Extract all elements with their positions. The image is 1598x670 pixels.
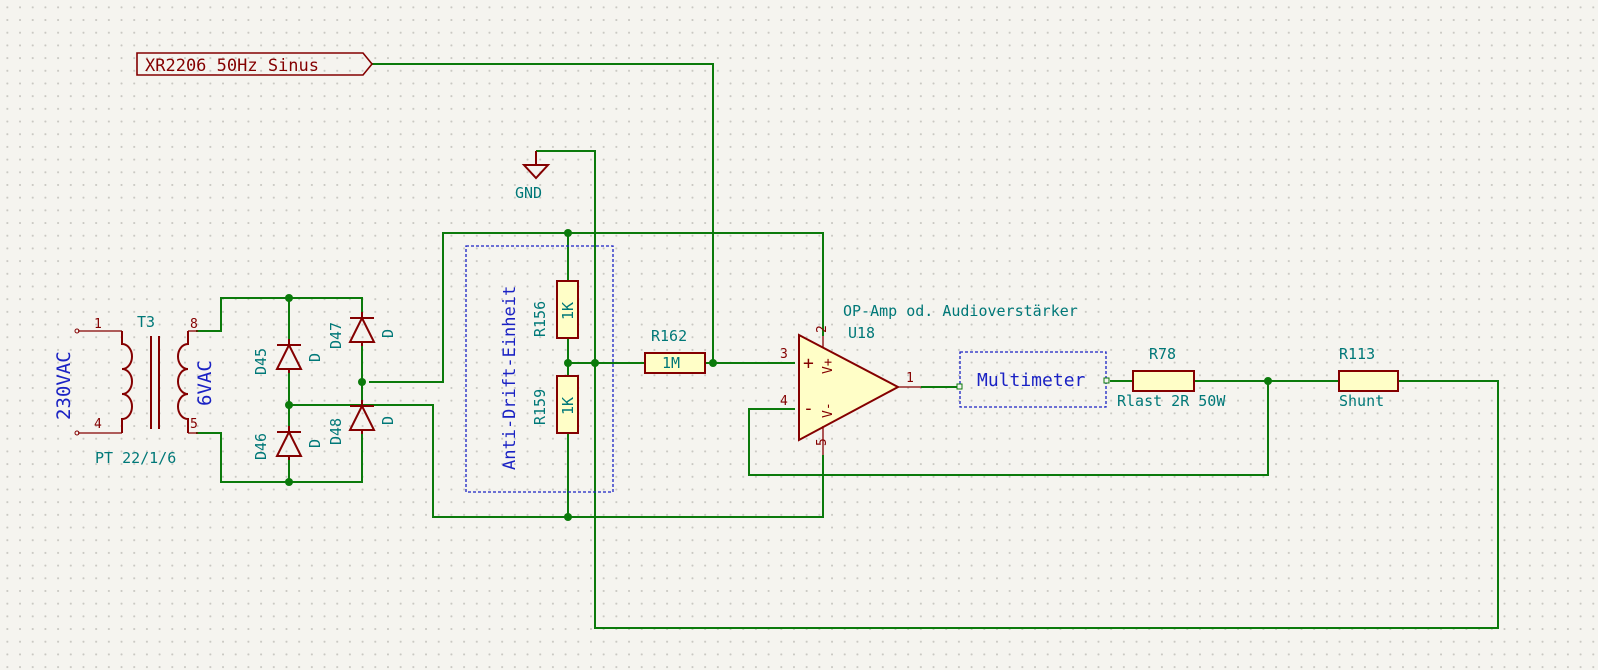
resistor-ref: R162 <box>651 327 687 345</box>
diode-value: D <box>379 329 397 338</box>
opamp-vminus: V- <box>821 402 836 418</box>
opamp-ref: U18 <box>848 324 875 342</box>
anti-drift-box <box>465 245 614 493</box>
global-label-text: XR2206_50Hz_Sinus <box>145 56 319 76</box>
resistor-r113: R113 Shunt <box>1338 345 1399 410</box>
junction <box>591 359 599 367</box>
diode-ref: D48 <box>327 418 345 445</box>
resistor-r78: R78 Rlast 2R 50W <box>1117 345 1226 410</box>
primary-coil <box>121 331 133 433</box>
pin-number: 4 <box>780 394 788 409</box>
resistor-value: Rlast 2R 50W <box>1117 392 1226 410</box>
diode-value: D <box>379 416 397 425</box>
gnd-icon <box>521 164 551 180</box>
gnd-symbol: GND <box>515 151 551 202</box>
multimeter: Multimeter <box>956 351 1110 408</box>
resistor-value: 1K <box>559 302 577 320</box>
opamp-vplus: V+ <box>821 358 836 374</box>
secondary-voltage-label: 6VAC <box>194 360 216 406</box>
pin-number: 5 <box>190 417 198 432</box>
multimeter-label: Multimeter <box>977 370 1086 391</box>
junction <box>285 294 293 302</box>
wire-gnd-return <box>536 150 1499 629</box>
wire-vminus-rail <box>289 404 824 518</box>
multimeter-box <box>959 351 1107 408</box>
resistor-body <box>556 280 579 339</box>
resistor-ref: R113 <box>1339 345 1375 363</box>
pin-terminal <box>74 328 80 334</box>
multimeter-terminal <box>956 383 963 390</box>
diode-icon <box>275 342 303 370</box>
wire-bridge-top <box>196 297 363 332</box>
junction <box>709 359 717 367</box>
junction <box>564 229 572 237</box>
resistor-body <box>644 352 706 374</box>
wire-vplus-rail <box>369 232 824 383</box>
wire-xr-signal <box>372 63 714 363</box>
pin-number: 1 <box>906 371 914 386</box>
diode-d47: D47 D <box>327 312 397 349</box>
transformer-t3: 230VAC 1 4 8 5 T3 6VAC PT 22/1/6 <box>53 313 216 467</box>
secondary-coil <box>177 331 189 433</box>
pin-number: 3 <box>780 347 788 362</box>
global-label-shape <box>136 52 374 76</box>
resistor-body <box>556 375 579 434</box>
primary-voltage-label: 230VAC <box>53 351 75 420</box>
pin-number: 5 <box>815 438 830 446</box>
junction <box>285 401 293 409</box>
opamp-triangle <box>798 333 901 442</box>
resistor-ref: R156 <box>531 301 549 337</box>
anti-drift-label: Anti-Drift-Einheit <box>500 286 520 470</box>
diode-ref: D46 <box>252 433 270 460</box>
wires <box>196 63 1499 629</box>
diode-value: D <box>306 439 324 448</box>
multimeter-terminal <box>1103 377 1110 384</box>
pin-number: 1 <box>94 317 102 332</box>
gnd-label: GND <box>515 184 542 202</box>
diode-value: D <box>306 353 324 362</box>
opamp-minus: - <box>803 398 814 419</box>
wire-bridge-bottom <box>196 432 363 483</box>
diode-icon <box>348 315 376 343</box>
resistor-body <box>1338 370 1399 392</box>
resistor-value: Shunt <box>1339 392 1384 410</box>
resistor-value: 1K <box>559 397 577 415</box>
resistor-ref: R159 <box>531 389 549 425</box>
opamp-plus: + <box>803 353 814 374</box>
pin-number: 8 <box>190 317 198 332</box>
resistor-r159: R159 1K <box>531 375 579 434</box>
junction <box>358 378 366 386</box>
junctions <box>285 229 1272 521</box>
global-label-xr2206: XR2206_50Hz_Sinus <box>136 52 374 76</box>
junction <box>564 359 572 367</box>
diode-icon <box>275 429 303 457</box>
junction <box>285 478 293 486</box>
pin-terminal <box>74 430 80 436</box>
diode-d48: D48 D <box>327 400 397 445</box>
junction <box>564 513 572 521</box>
pin-number: 2 <box>815 325 830 333</box>
diode-d45: D45 D <box>252 339 324 375</box>
resistor-r162: R162 1M <box>644 327 706 374</box>
diode-ref: D45 <box>252 348 270 375</box>
wire-feedback <box>748 381 1269 476</box>
resistor-body <box>1132 370 1195 392</box>
transformer-value: PT 22/1/6 <box>95 449 176 467</box>
resistor-value: 1M <box>662 354 680 372</box>
opamp-u18: 3 4 2 5 1 + - V+ V- OP-Amp od. Audiovers… <box>780 302 1078 455</box>
resistor-r156: R156 1K <box>531 280 579 339</box>
junction <box>1264 377 1272 385</box>
diode-ref: D47 <box>327 322 345 349</box>
anti-drift-unit: Anti-Drift-Einheit <box>465 245 614 493</box>
transformer-ref: T3 <box>137 313 155 331</box>
diode-d46: D46 D <box>252 426 324 460</box>
diode-icon <box>348 403 376 431</box>
opamp-value: OP-Amp od. Audioverstärker <box>843 302 1078 320</box>
pin-number: 4 <box>94 417 102 432</box>
resistor-ref: R78 <box>1149 345 1176 363</box>
